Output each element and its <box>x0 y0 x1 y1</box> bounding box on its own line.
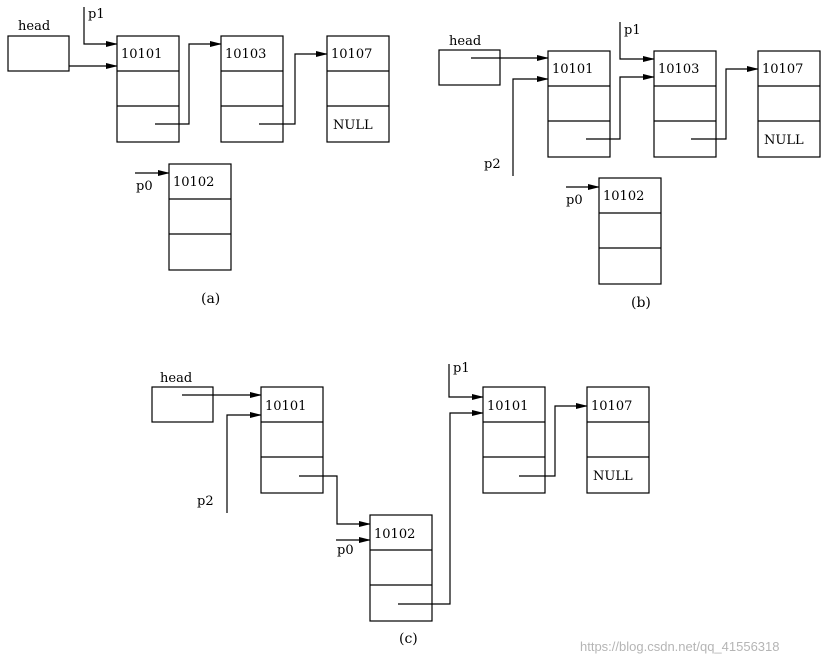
node-address: 10101 <box>265 399 306 414</box>
list-node: 10107 NULL <box>586 386 650 494</box>
p0-label: p0 <box>337 543 354 558</box>
p1-label: p1 <box>624 23 641 38</box>
null-label: NULL <box>593 469 633 484</box>
node-address: 10102 <box>173 175 214 190</box>
node-address: 10107 <box>331 47 372 62</box>
p2-pointer-arrow <box>226 412 262 513</box>
null-label: NULL <box>333 118 373 133</box>
head-label: head <box>18 19 50 34</box>
watermark: https://blog.csdn.net/qq_41556318 <box>580 639 780 654</box>
list-node: 10101 <box>260 386 324 494</box>
list-node: 10101 <box>482 386 546 494</box>
next-pointer-arrow <box>691 66 759 140</box>
node-address: 10107 <box>591 399 632 414</box>
node-address: 10101 <box>552 62 593 77</box>
list-node: 10101 <box>116 35 180 143</box>
head-box <box>7 35 70 72</box>
list-node: 10103 <box>220 35 284 143</box>
panel-caption: (b) <box>631 295 651 311</box>
p0-label: p0 <box>136 179 153 194</box>
list-node: 10107 NULL <box>326 35 390 143</box>
head-box <box>151 386 214 423</box>
new-node: 10102 <box>168 163 232 271</box>
new-node: 10102 <box>598 177 662 285</box>
panel-a: head p1 10101 10103 10107 NULL <box>7 7 390 307</box>
head-label: head <box>449 34 481 49</box>
node-address: 10101 <box>487 399 528 414</box>
node-address: 10101 <box>121 47 162 62</box>
next-pointer-arrow <box>398 410 484 605</box>
p1-pointer-arrow <box>619 22 655 62</box>
list-node: 10103 <box>653 50 717 158</box>
panel-b: head p2 p1 10101 10103 10107 NULL <box>438 22 821 311</box>
p1-label: p1 <box>88 7 105 22</box>
next-pointer-arrow <box>259 51 328 125</box>
head-box <box>438 49 501 86</box>
next-pointer-arrow <box>519 403 588 477</box>
panel-caption: (c) <box>399 631 418 647</box>
list-node: 10107 NULL <box>757 50 821 158</box>
head-label: head <box>160 371 192 386</box>
p0-label: p0 <box>566 193 583 208</box>
null-label: NULL <box>764 133 804 148</box>
node-address: 10103 <box>225 47 266 62</box>
p2-pointer-arrow <box>512 76 549 176</box>
p1-pointer-arrow <box>83 7 118 47</box>
next-pointer-arrow <box>586 74 655 140</box>
node-address: 10102 <box>603 189 644 204</box>
p1-label: p1 <box>453 361 470 376</box>
p1-pointer-arrow <box>448 364 484 400</box>
new-node: 10102 <box>369 514 433 622</box>
list-node: 10101 <box>547 50 611 158</box>
next-pointer-arrow <box>299 475 371 527</box>
panel-c: head p2 10101 p0 10102 p1 <box>151 361 650 647</box>
node-address: 10107 <box>762 62 803 77</box>
p2-label: p2 <box>484 157 501 172</box>
node-address: 10102 <box>374 527 415 542</box>
panel-caption: (a) <box>201 291 220 307</box>
node-address: 10103 <box>658 62 699 77</box>
next-pointer-arrow <box>155 41 222 125</box>
p2-label: p2 <box>197 494 214 509</box>
